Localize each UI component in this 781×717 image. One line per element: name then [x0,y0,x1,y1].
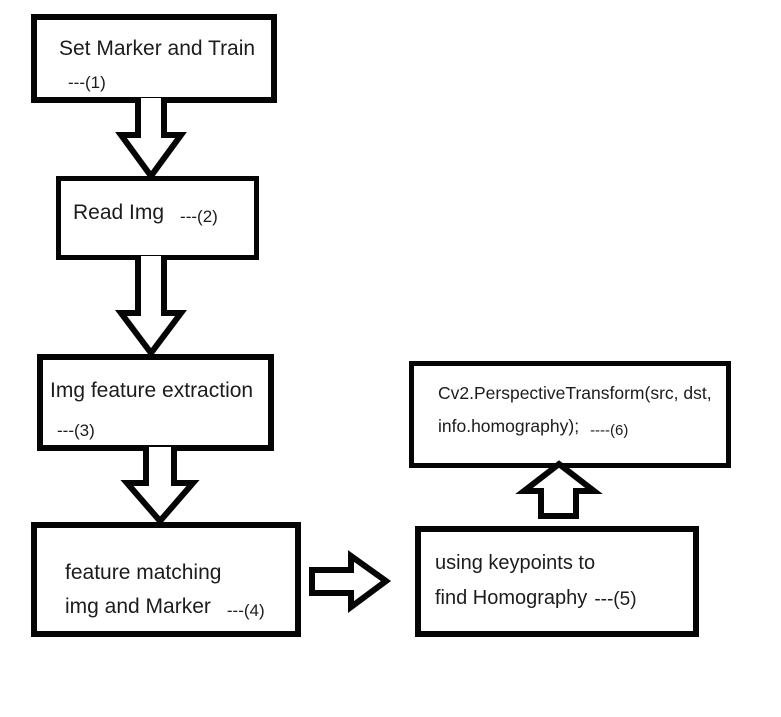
block-arrow-down-icon [115,256,187,358]
step-4-label-line1: feature matching [65,561,222,584]
step-1-ref: ---(1) [68,73,106,92]
block-arrow-up-icon [515,460,603,519]
step-4-label-line2: img and Marker [65,595,211,618]
step-4-label-line2-row: img and Marker ---(4) [65,590,295,628]
step-6-label-line1: Cv2.PerspectiveTransform(src, dst, [438,383,712,403]
step-2-ref: ---(2) [180,207,218,226]
step-5-label-line2-row: find Homography ---(5) [435,581,693,617]
step-2-label-line: Read Img ---(2) [73,198,254,232]
step-3-label: Img feature extraction [50,379,254,402]
step-1-box: Set Marker and Train ---(1) [31,14,277,103]
step-4-box: feature matching img and Marker ---(4) [31,522,301,637]
step-1-label: Set Marker and Train [59,37,256,60]
block-arrow-down-icon [115,98,187,182]
step-6-box: Cv2.PerspectiveTransform(src, dst, info.… [409,361,731,468]
step-5-label-line2: find Homography [435,587,588,609]
step-6-ref: ----(6) [590,422,629,439]
step-2-box: Read Img ---(2) [56,176,259,260]
step-5-ref: ---(5) [594,589,637,610]
step-6-label-line2: info.homography); [438,416,580,436]
block-arrow-down-icon [120,447,200,526]
step-5-box: using keypoints to find Homography ---(5) [415,526,699,637]
block-arrow-right-icon [309,550,392,613]
step-5-label-line1: using keypoints to [435,552,596,574]
step-6-label-line2-row: info.homography); ----(6) [438,410,726,447]
step-2-label: Read Img [73,201,165,224]
step-4-ref: ---(4) [226,601,265,620]
step-3-box: Img feature extraction ---(3) [37,354,274,451]
step-3-ref: ---(3) [57,421,95,440]
